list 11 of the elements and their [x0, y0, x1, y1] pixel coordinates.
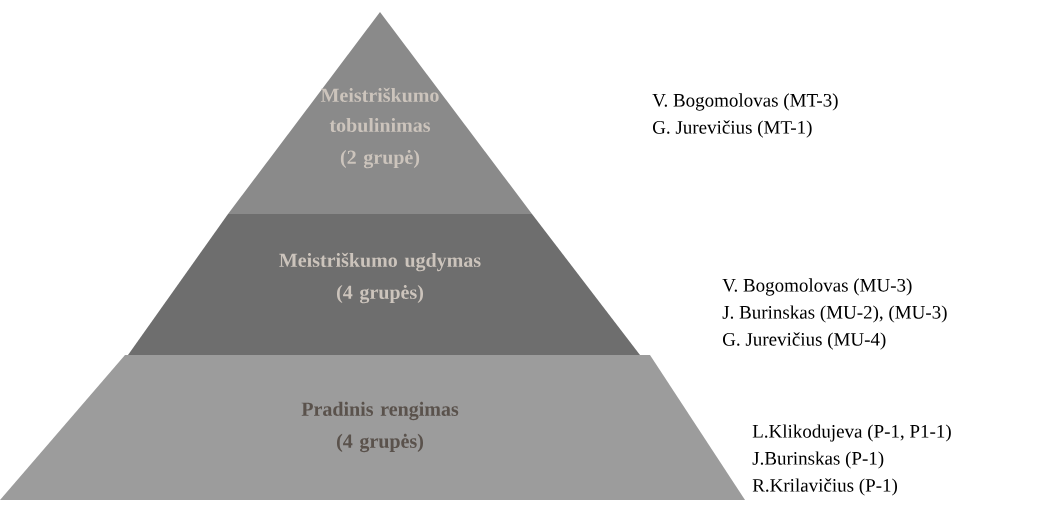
beside-text: G. Jurevičius (MU-4)	[723, 332, 886, 350]
pyramid-level: Pradinis rengimas (4 grupės)	[0, 355, 745, 500]
beside-text: J.Burinskas (P-1)	[752, 451, 884, 469]
beside-text: V. Bogomolovas (MU-3)	[722, 278, 912, 296]
pyramid-level: Meistriškumo tobulinimas (2 grupė)	[228, 12, 532, 214]
beside-text: G. Jurevičius (MT-1)	[653, 120, 812, 138]
beside-text: V. Bogomolovas (MT-3)	[652, 93, 838, 111]
pyramid-level: Meistriškumo ugdymas (4 grupės)	[128, 214, 640, 355]
beside-text: J. Burinskas (MU-2), (MU-3)	[722, 305, 947, 323]
beside-text: R.Krilavičius (P-1)	[752, 478, 897, 496]
beside-text: L.Klikodujeva (P-1, P1-1)	[752, 424, 951, 442]
